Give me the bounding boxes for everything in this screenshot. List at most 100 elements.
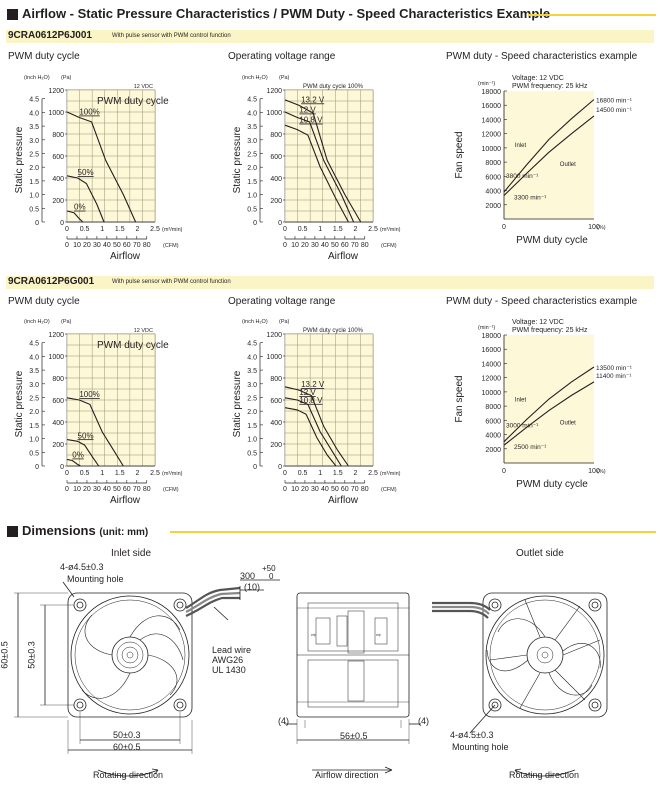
y-tick-inch: 1.5	[29, 179, 39, 186]
series-line-12V	[284, 111, 355, 223]
y-tick-pa: 1200	[48, 332, 64, 339]
section-title: Airflow - Static Pressure Characteristic…	[22, 6, 551, 21]
y-tick-pa: 600	[270, 154, 282, 161]
plot-area	[285, 334, 373, 466]
lead-wire-label: Lead wire	[212, 645, 252, 655]
section-header-airflow: Airflow - Static Pressure Characteristic…	[0, 5, 660, 25]
x-tick-m3: 2	[135, 470, 139, 477]
y-tick-pa: 1000	[48, 354, 64, 361]
legend-title: PWM duty cycle	[97, 340, 169, 351]
section-bullet	[7, 9, 18, 20]
series-line-108V	[284, 407, 337, 467]
rotating-direction-label: Rotating direction	[93, 770, 164, 780]
y-tick-pa: 1000	[48, 110, 64, 117]
mount-hole	[588, 698, 602, 712]
y-tick-inch: 3.0	[29, 138, 39, 145]
awg-label: AWG26	[212, 655, 244, 665]
x-tick: 0	[502, 224, 506, 231]
y-tick-inch: 1.0	[29, 193, 39, 200]
x-tick-cfm: 50	[113, 486, 121, 493]
series-label: 100%	[79, 108, 99, 117]
y-tick-inch: 4.0	[247, 354, 257, 361]
mount-hole	[173, 598, 187, 612]
y-unit-pa: (Pa)	[279, 75, 290, 81]
tolerance-zero: 0	[269, 572, 274, 581]
inlet-end-label: 16800 min⁻¹	[596, 98, 633, 105]
leader-line	[213, 606, 229, 621]
x-tick-cfm: 20	[301, 242, 309, 249]
y-tick-pa: 0	[278, 220, 282, 227]
x-tick-m3: 0.5	[80, 226, 90, 233]
model-bar: 9CRA0612P6G001 With pulse sensor with PW…	[6, 276, 654, 289]
y-tick-inch: 3.5	[247, 368, 257, 375]
y-tick-inch: 2.5	[247, 395, 257, 402]
x-unit-m3: (m³/min)	[380, 227, 401, 233]
outlet-end-label: 11400 min⁻¹	[596, 373, 632, 380]
y-tick: 18000	[482, 89, 502, 96]
offset-dim: (4)	[418, 716, 429, 726]
x-tick-m3: 2.5	[150, 470, 160, 477]
series-line-outlet	[503, 115, 595, 196]
series-line-132V	[284, 99, 362, 223]
y-tick: 14000	[482, 361, 502, 368]
x-tick-m3: 1	[100, 226, 104, 233]
y-tick-inch: 4.0	[29, 110, 39, 117]
y-tick-pa: 600	[52, 154, 64, 161]
leader-line	[62, 581, 75, 598]
y-axis-title: Static pressure	[232, 370, 243, 437]
panel-title-voltage: Operating voltage range	[228, 296, 336, 307]
side-view-drawing	[285, 592, 421, 774]
y-tick-inch: 4.5	[29, 341, 39, 348]
x-tick-cfm: 70	[133, 242, 141, 249]
y-tick-inch: 1.5	[29, 423, 39, 430]
y-tick-pa: 1000	[266, 354, 282, 361]
charts-layer: 02004006008001000120000.51.01.52.02.53.0…	[14, 75, 633, 506]
outlet-side-label: Outlet side	[516, 548, 564, 559]
y-tick-pa: 400	[270, 420, 282, 427]
hole-pitch-dim: 50±0.3	[113, 730, 141, 740]
x-tick-cfm: 80	[361, 486, 369, 493]
wire-length: 300	[240, 571, 256, 581]
x-tick-cfm: 20	[83, 486, 91, 493]
x-tick-cfm: 60	[123, 242, 131, 249]
x-tick-m3: 2.5	[368, 470, 378, 477]
y-tick-inch: 3.0	[247, 382, 257, 389]
y-tick-inch: 3.5	[247, 124, 257, 131]
x-tick-cfm: 10	[291, 486, 299, 493]
fan-opening	[485, 595, 605, 715]
y-tick-pa: 800	[270, 376, 282, 383]
y-tick: 14000	[482, 117, 502, 124]
y-tick-inch: 1.0	[29, 437, 39, 444]
mount-hole	[588, 598, 602, 612]
strip-length: (10)	[244, 582, 261, 592]
fan-hub	[526, 636, 564, 674]
offset-dim: (4)	[278, 716, 289, 726]
y-tick-inch: 2.0	[29, 409, 39, 416]
y-tick-pa: 400	[270, 176, 282, 183]
inlet-start-label: 3000 min⁻¹	[506, 423, 539, 430]
y-tick-inch: 2.5	[247, 151, 257, 158]
dimensions-unit: (unit: mm)	[99, 527, 149, 538]
height-dim: 60±0.5	[0, 641, 10, 669]
fan-blades	[486, 618, 601, 696]
fan-opening	[70, 595, 190, 715]
legend-title: PWM duty cycle	[97, 96, 169, 107]
x-tick-m3: 1.5	[333, 226, 343, 233]
series-label: 10.8 V	[299, 396, 323, 405]
y-tick-pa: 800	[270, 132, 282, 139]
x-tick-cfm: 80	[143, 242, 151, 249]
model-code: 9CRA0612P6J001	[8, 30, 92, 41]
y-tick-pa: 800	[52, 132, 64, 139]
y-axis-title: Fan speed	[454, 131, 465, 178]
section-title: Dimensions (unit: mm)	[22, 523, 148, 538]
hole-pitch-dim: 50±0.3	[26, 641, 37, 669]
lead-wire	[432, 601, 491, 611]
x-tick-cfm: 20	[301, 486, 309, 493]
y-unit: (min⁻¹)	[478, 81, 495, 87]
series-line-12V	[284, 397, 342, 467]
x-tick-cfm: 40	[321, 242, 329, 249]
outlet-end-label: 14500 min⁻¹	[596, 107, 633, 114]
x-tick-m3: 0.5	[298, 226, 308, 233]
inlet-end-label: 13500 min⁻¹	[596, 365, 633, 372]
width-dim: 60±0.5	[113, 742, 141, 752]
